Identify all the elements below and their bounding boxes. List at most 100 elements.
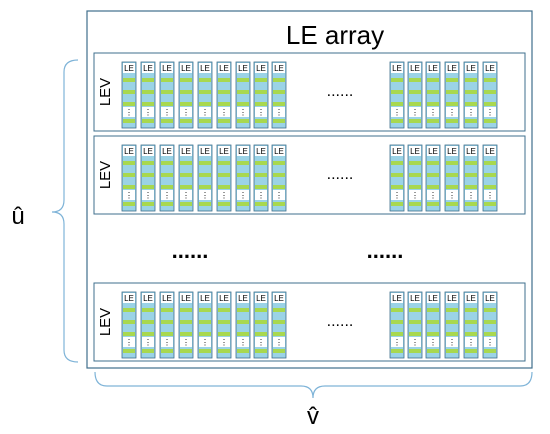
le-cell: LE⋮ [216,61,232,129]
le-cell-label: LE [124,64,134,73]
le-cell-vdots: ⋮ [220,108,228,117]
le-cell: LE ⋮ [463,61,479,129]
le-cell-gap [180,190,192,200]
le-cell-gap [255,190,267,200]
le-cell-gap [199,107,211,117]
le-cell-band [161,202,173,206]
le-cell-band [273,161,285,165]
le-cell-band [142,202,154,206]
le-cell-band [484,332,496,336]
le-cell-band [180,78,192,82]
le-cell-band [409,78,421,82]
lev-row: LEVLE⋮LE⋮LE⋮LE⋮LE⋮LE⋮LE⋮LE⋮LE⋮LE⋮LE⋮LE⋮L… [93,135,526,215]
lev-row-ellipsis: ...... [327,313,354,330]
le-cell-header [427,63,439,73]
le-cell-vdots: ⋮ [163,108,171,117]
le-cell-band [218,102,230,106]
le-cell-gap [273,190,285,200]
le-cell-band [427,161,439,165]
le-cell-label: LE [143,64,153,73]
le-cell-band [237,102,249,106]
le-cell-band [427,90,439,94]
le-cell-band [446,161,458,165]
le-cell-band [218,90,230,94]
le-cell-vdots: ⋮ [467,108,475,117]
le-cell-band [237,173,249,177]
le-cell-band [123,320,135,324]
le-cell-vdots: ⋮ [448,108,456,117]
le-cell-label: LE [466,64,476,73]
le-cell-vdots: ⋮ [411,108,419,117]
le-cell-band [391,308,403,312]
le-cell-band [255,308,267,312]
le-cell-band [484,173,496,177]
le-cell-band [255,102,267,106]
lev-row: LEVLE⋮LE⋮LE⋮LE⋮LE⋮LE⋮LE⋮LE⋮LE⋮LE⋮LE⋮LE⋮L… [93,52,526,132]
le-cell-band [255,161,267,165]
le-cell: LE⋮ [216,144,232,212]
le-cell: LE⋮ [407,144,423,212]
le-cell-label: LE [274,64,284,73]
le-cell-band [446,173,458,177]
le-cell-band [391,119,403,123]
le-cell-vdots: ⋮ [467,191,475,200]
le-cell-vdots: ⋮ [275,108,283,117]
le-cell-vdots: ⋮ [411,338,419,347]
lev-row-frame [93,52,526,132]
lev-label: LEV [97,78,114,106]
le-cell: LE⋮ [482,144,498,212]
le-cell-band [199,202,211,206]
le-cell: LE⋮ [389,61,405,129]
le-cell-gap [484,190,496,200]
lev-row-frame [93,282,526,362]
le-cell-gap [427,337,439,347]
le-cell-band [465,161,477,165]
le-cell-label: LE [428,64,438,73]
le-cell-band [180,185,192,189]
le-cell-band [237,202,249,206]
le-cell: LE⋮ [463,291,479,359]
le-cell-gap [409,107,421,117]
le-cell: LE⋮ [444,144,460,212]
le-cell-band [142,102,154,106]
le-cell-gap [237,190,249,200]
le-cell: LE⋮ [121,61,137,129]
le-cell-band [427,102,439,106]
le-cell-header [484,146,496,156]
le-cell-gap [199,190,211,200]
le-cell-label: LE [181,294,191,303]
le-cell: LE⋮ [482,291,498,359]
le-cell-band [465,308,477,312]
le-cell-header [199,293,211,303]
le-cell-band [180,349,192,353]
le-cell-header [142,293,154,303]
le-cell-label: LE [485,294,495,303]
le-cell-gap [255,107,267,117]
le-cell-band [142,161,154,165]
le-cell-label: LE [256,64,266,73]
le-cell-band [161,320,173,324]
le-cell-band [218,173,230,177]
le-cell-vdots: ⋮ [257,191,265,200]
le-cell: LE⋮ [178,144,194,212]
le-cell-header [427,293,439,303]
le-cell-vdots: ⋮ [486,108,494,117]
le-cell-gap [427,107,439,117]
le-cell-band [237,349,249,353]
le-cell-band [409,185,421,189]
le-cell-label: LE [238,64,248,73]
le-cell-band [446,332,458,336]
le-cell-band [199,308,211,312]
le-cell-band [391,332,403,336]
le-cell-band [465,102,477,106]
le-cell-band [218,349,230,353]
le-cell-band [123,349,135,353]
le-cell-band [273,332,285,336]
le-cell-band [199,161,211,165]
le-cell-gap [218,337,230,347]
le-cell: LE⋮ [197,144,213,212]
le-cell-gap [218,190,230,200]
le-cell-band [273,90,285,94]
le-cell-band [273,185,285,189]
le-cell-label: LE [274,147,284,156]
